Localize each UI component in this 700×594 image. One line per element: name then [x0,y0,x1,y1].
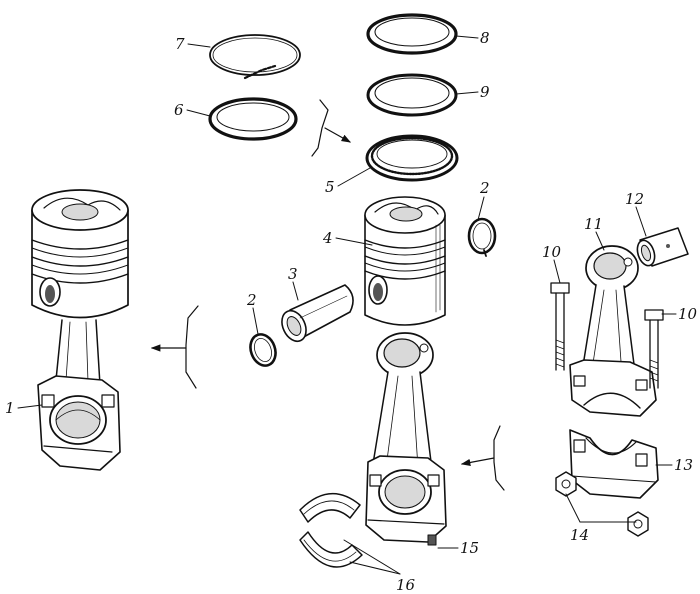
label-3: 3 [288,265,298,283]
label-11: 11 [584,215,603,233]
label-2-left: 2 [246,291,257,309]
label-9: 9 [480,83,490,101]
snap-ring-2-left [249,333,277,367]
label-13: 13 [674,456,693,474]
connecting-rod-11 [569,245,657,417]
label-2-right: 2 [479,179,490,197]
ring-8 [366,13,458,55]
nuts-14 [555,471,649,537]
piston-4 [364,196,446,326]
label-10-left: 10 [542,243,562,261]
bushing-12 [636,227,689,267]
label-1: 1 [5,399,15,417]
label-7: 7 [175,35,185,53]
label-6: 6 [174,101,184,119]
bolt-10-right [644,309,664,389]
assembly-arrow-left [150,305,199,389]
label-8: 8 [480,29,490,47]
connecting-rod-15 [365,332,447,546]
label-10-right: 10 [678,305,698,323]
ring-9 [366,73,458,117]
label-14: 14 [570,526,589,544]
piston-pin-3 [281,284,354,343]
ring-6 [208,97,298,141]
bolt-10-left [550,282,570,371]
label-5: 5 [325,178,335,196]
assembled-piston-rod-1 [31,189,129,471]
assembly-arrow-center [460,425,505,491]
label-12: 12 [625,190,644,208]
ring-assembly-arrow [311,99,352,157]
ring-5-oil [365,134,459,182]
snap-ring-2-right [467,217,497,257]
label-15: 15 [460,539,479,557]
ring-7-oil-expander [209,34,301,80]
rod-cap-13 [569,429,659,499]
bearing-shells-16 [299,492,363,568]
label-4: 4 [322,229,333,247]
label-16: 16 [396,576,416,594]
leader-lines [17,35,677,575]
